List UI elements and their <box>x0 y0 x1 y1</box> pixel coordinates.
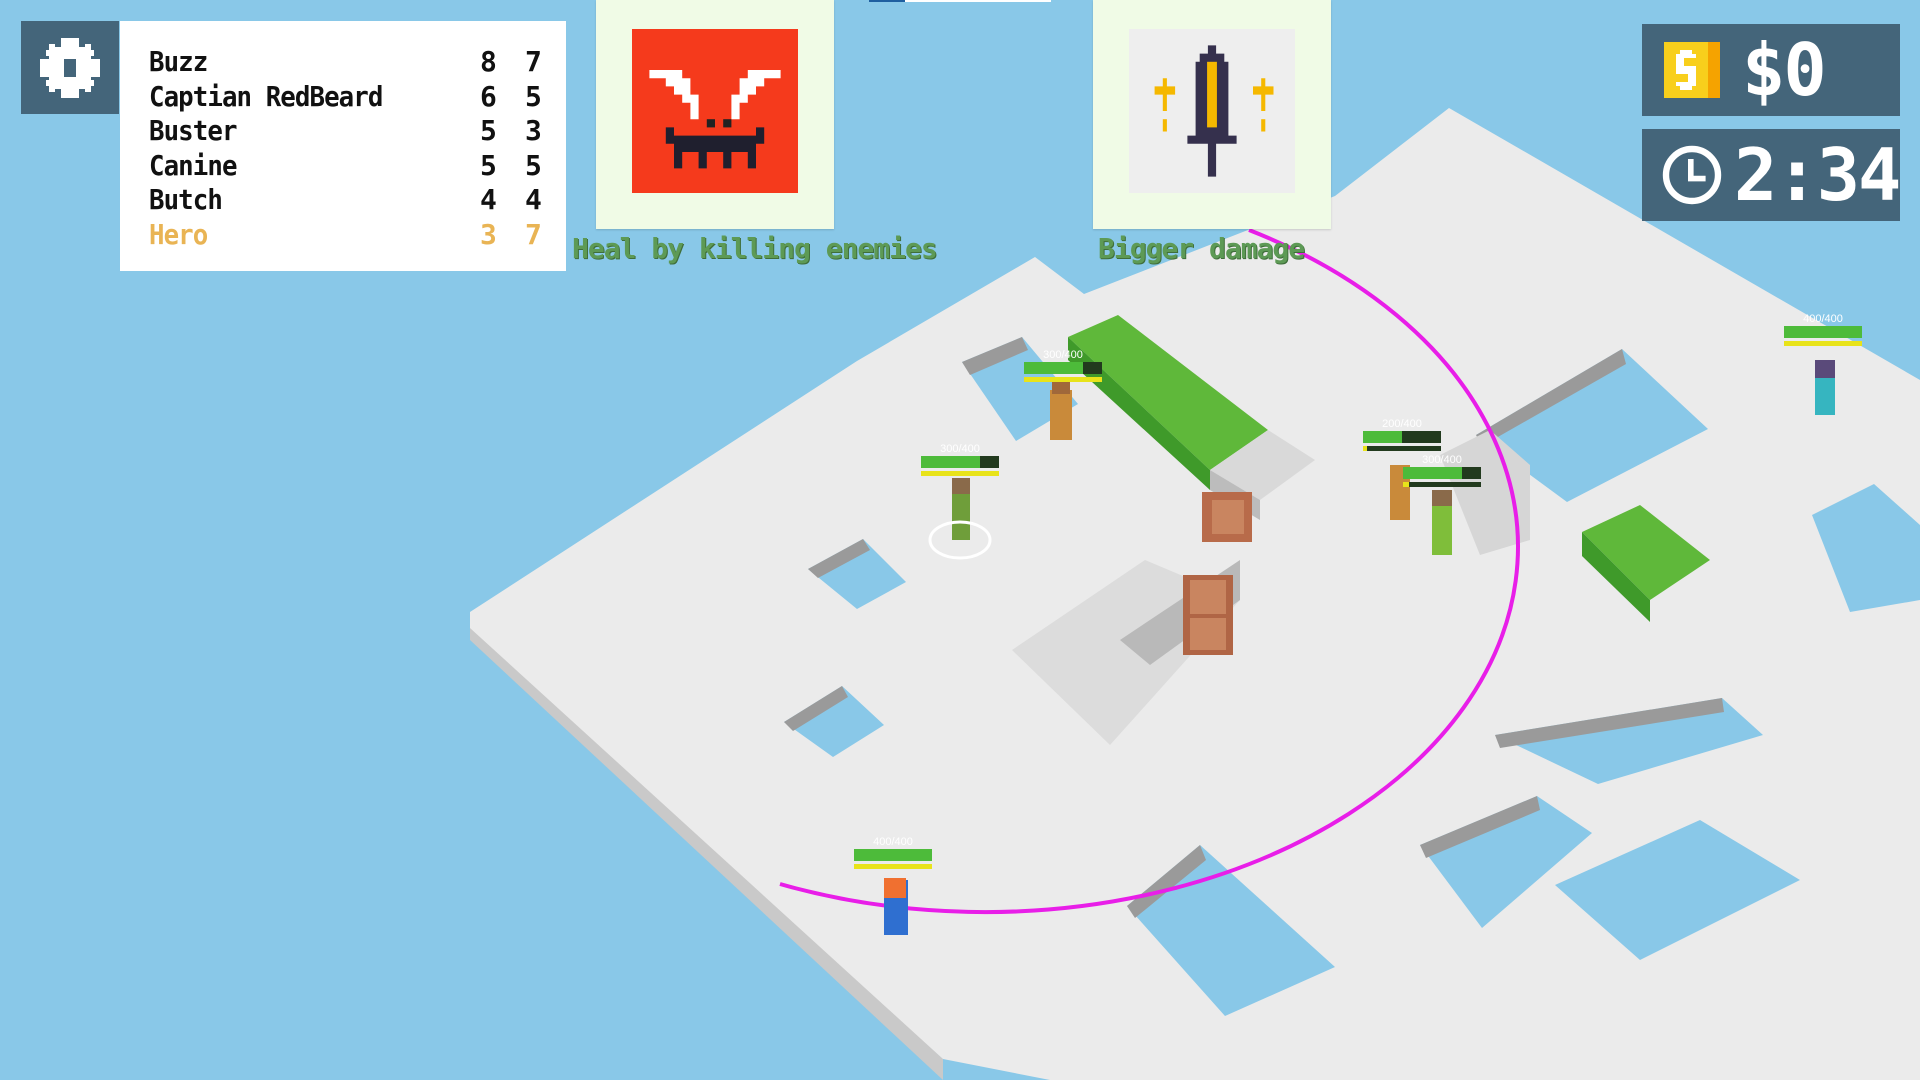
xp-bar <box>1403 482 1481 487</box>
hp-bar <box>1024 362 1102 374</box>
floor-holes <box>784 337 1920 1016</box>
round-progress-bar <box>869 0 1051 2</box>
hp-bar <box>1363 431 1441 443</box>
health-label: 200/400 <box>1382 418 1422 430</box>
xp-fill <box>1363 446 1367 451</box>
health-bar: 300/400 <box>921 443 999 476</box>
timer-value: 2:34 <box>1734 133 1901 217</box>
coin-icon <box>1664 42 1720 98</box>
hp-fill <box>854 849 932 861</box>
xp-bar <box>921 471 999 476</box>
attack-range-arc <box>779 228 1520 915</box>
xp-fill <box>921 471 999 476</box>
enemy-character <box>1815 360 1835 415</box>
sword-upgrade-icon <box>1129 29 1295 193</box>
player-name: Hero <box>149 217 208 251</box>
hp-fill <box>1403 467 1462 479</box>
player-score: 7 <box>525 45 542 78</box>
obstacles <box>1012 315 1710 745</box>
xp-bar <box>1363 446 1441 451</box>
hp-fill <box>1784 326 1862 338</box>
health-label: 400/400 <box>1803 313 1843 325</box>
player-name: Canine <box>149 148 237 182</box>
xp-fill <box>1403 482 1410 487</box>
health-label: 300/400 <box>940 443 980 455</box>
player-name: Buster <box>149 114 237 147</box>
health-bar: 200/400 <box>1363 418 1441 451</box>
player-name: Butch <box>149 183 223 216</box>
player-name: Buzz <box>149 45 208 78</box>
xp-bar <box>1024 377 1102 382</box>
player-kills: 6 <box>480 79 497 113</box>
upgrade-card-heal[interactable] <box>596 0 834 229</box>
health-bar: 300/400 <box>1403 454 1481 487</box>
health-label: 300/400 <box>1043 349 1083 361</box>
player-kills: 3 <box>480 217 497 251</box>
enemy-character <box>1432 490 1452 555</box>
hp-fill <box>1024 362 1083 374</box>
player-score: 5 <box>525 79 542 113</box>
health-label: 400/400 <box>873 836 913 848</box>
xp-bar <box>1784 341 1862 346</box>
upgrade-label: Heal by killing enemies <box>572 232 938 265</box>
clock-icon <box>1662 145 1722 205</box>
upgrade-card-damage[interactable] <box>1093 0 1331 229</box>
player-score: 5 <box>525 148 542 182</box>
player-name: Captian RedBeard <box>149 79 383 113</box>
hp-fill <box>921 456 980 468</box>
xp-fill <box>1784 341 1862 346</box>
player-score: 7 <box>525 217 542 251</box>
health-label: 300/400 <box>1422 454 1462 466</box>
hp-fill <box>1363 431 1402 443</box>
characters <box>884 360 1835 935</box>
hp-bar <box>854 849 932 861</box>
player-kills: 8 <box>480 45 497 78</box>
player-score: 4 <box>525 183 542 216</box>
player-score: 3 <box>525 114 542 147</box>
hero-character <box>884 878 908 935</box>
round-progress-fill <box>869 0 906 2</box>
money-value: $0 <box>1742 28 1827 112</box>
enemy-character <box>1050 378 1072 440</box>
health-bar: 400/400 <box>1784 313 1862 346</box>
hp-bar <box>1403 467 1481 479</box>
settings-button[interactable] <box>21 21 119 114</box>
player-kills: 4 <box>480 183 497 216</box>
enemy-character <box>928 478 992 560</box>
xp-fill <box>1024 377 1102 382</box>
gear-icon <box>40 37 100 98</box>
xp-fill <box>854 864 932 869</box>
money-display: $0 <box>1642 24 1900 116</box>
health-bar: 300/400 <box>1024 349 1102 382</box>
vampire-fangs-icon <box>632 29 798 193</box>
hp-bar <box>1784 326 1862 338</box>
player-kills: 5 <box>480 148 497 182</box>
timer-display: 2:34 <box>1642 129 1901 221</box>
hero-health-bar: 400/400 <box>854 836 932 869</box>
upgrade-label: Bigger damage <box>1098 232 1305 265</box>
xp-bar <box>854 864 932 869</box>
player-kills: 5 <box>480 114 497 147</box>
hp-bar <box>921 456 999 468</box>
